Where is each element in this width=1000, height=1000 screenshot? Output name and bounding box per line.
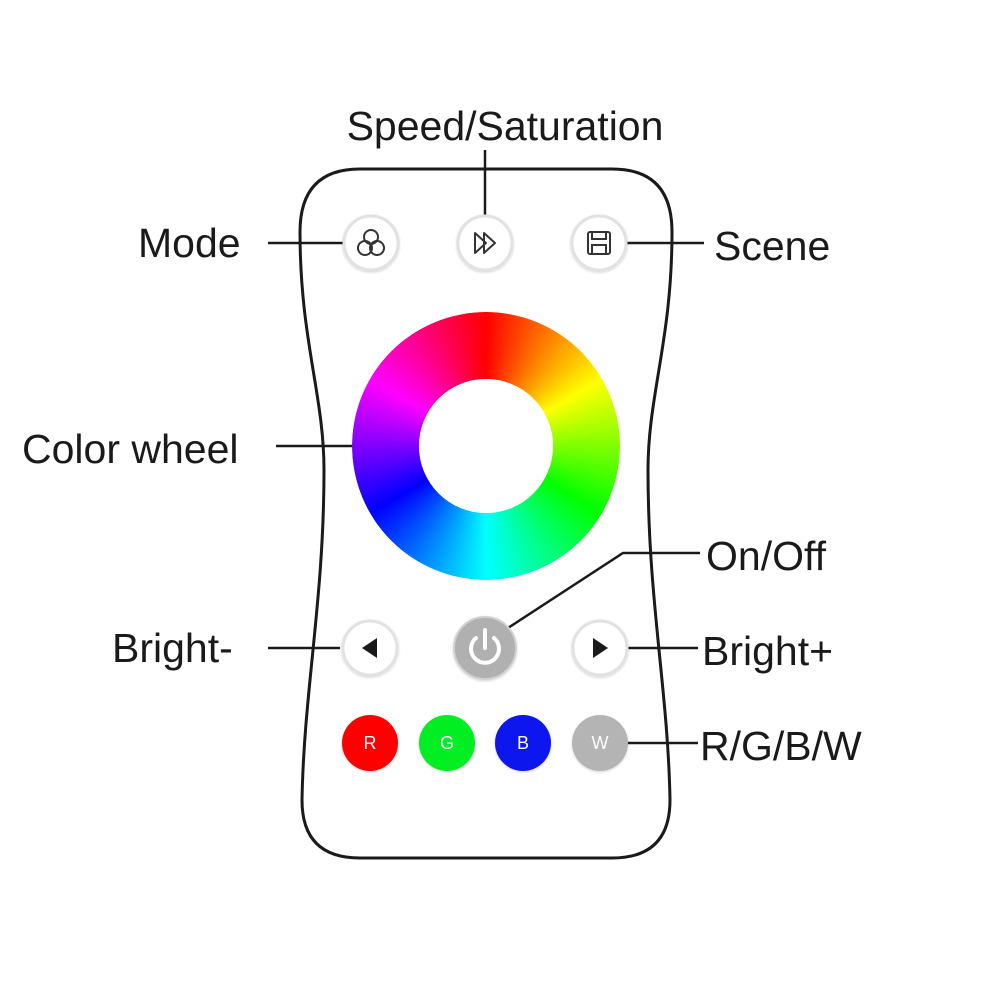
green-button-label: G <box>440 733 454 753</box>
mode-button[interactable] <box>342 214 400 272</box>
label-mode: Mode <box>138 220 241 266</box>
label-color-wheel: Color wheel <box>22 426 239 472</box>
label-bright-plus: Bright+ <box>702 628 833 674</box>
rgbw-buttons: R G B W <box>342 715 628 771</box>
save-icon <box>587 231 611 255</box>
triangle-left-icon <box>362 638 377 658</box>
green-button[interactable]: G <box>419 715 475 771</box>
white-button[interactable]: W <box>572 715 628 771</box>
speed-saturation-button[interactable] <box>456 214 514 272</box>
label-bright-minus: Bright- <box>112 625 233 671</box>
leader-on-off <box>507 551 700 630</box>
label-on-off: On/Off <box>706 533 827 579</box>
power-icon <box>469 628 501 665</box>
blue-button[interactable]: B <box>495 715 551 771</box>
label-scene: Scene <box>714 223 830 269</box>
blue-button-label: B <box>517 733 529 753</box>
label-rgbw: R/G/B/W <box>700 723 862 769</box>
fast-forward-icon <box>474 232 496 254</box>
bright-plus-button[interactable] <box>571 619 629 677</box>
triangle-right-icon <box>593 638 608 658</box>
scene-button[interactable] <box>570 214 628 272</box>
on-off-button[interactable] <box>453 616 517 680</box>
red-button[interactable]: R <box>342 715 398 771</box>
bright-minus-button[interactable] <box>341 619 399 677</box>
leader-lines <box>268 150 704 745</box>
white-button-label: W <box>592 733 609 753</box>
cycle-icon <box>357 229 385 256</box>
red-button-label: R <box>364 733 377 753</box>
color-wheel[interactable] <box>352 312 620 580</box>
color-wheel-center <box>419 379 553 513</box>
label-speed-saturation: Speed/Saturation <box>347 103 664 149</box>
